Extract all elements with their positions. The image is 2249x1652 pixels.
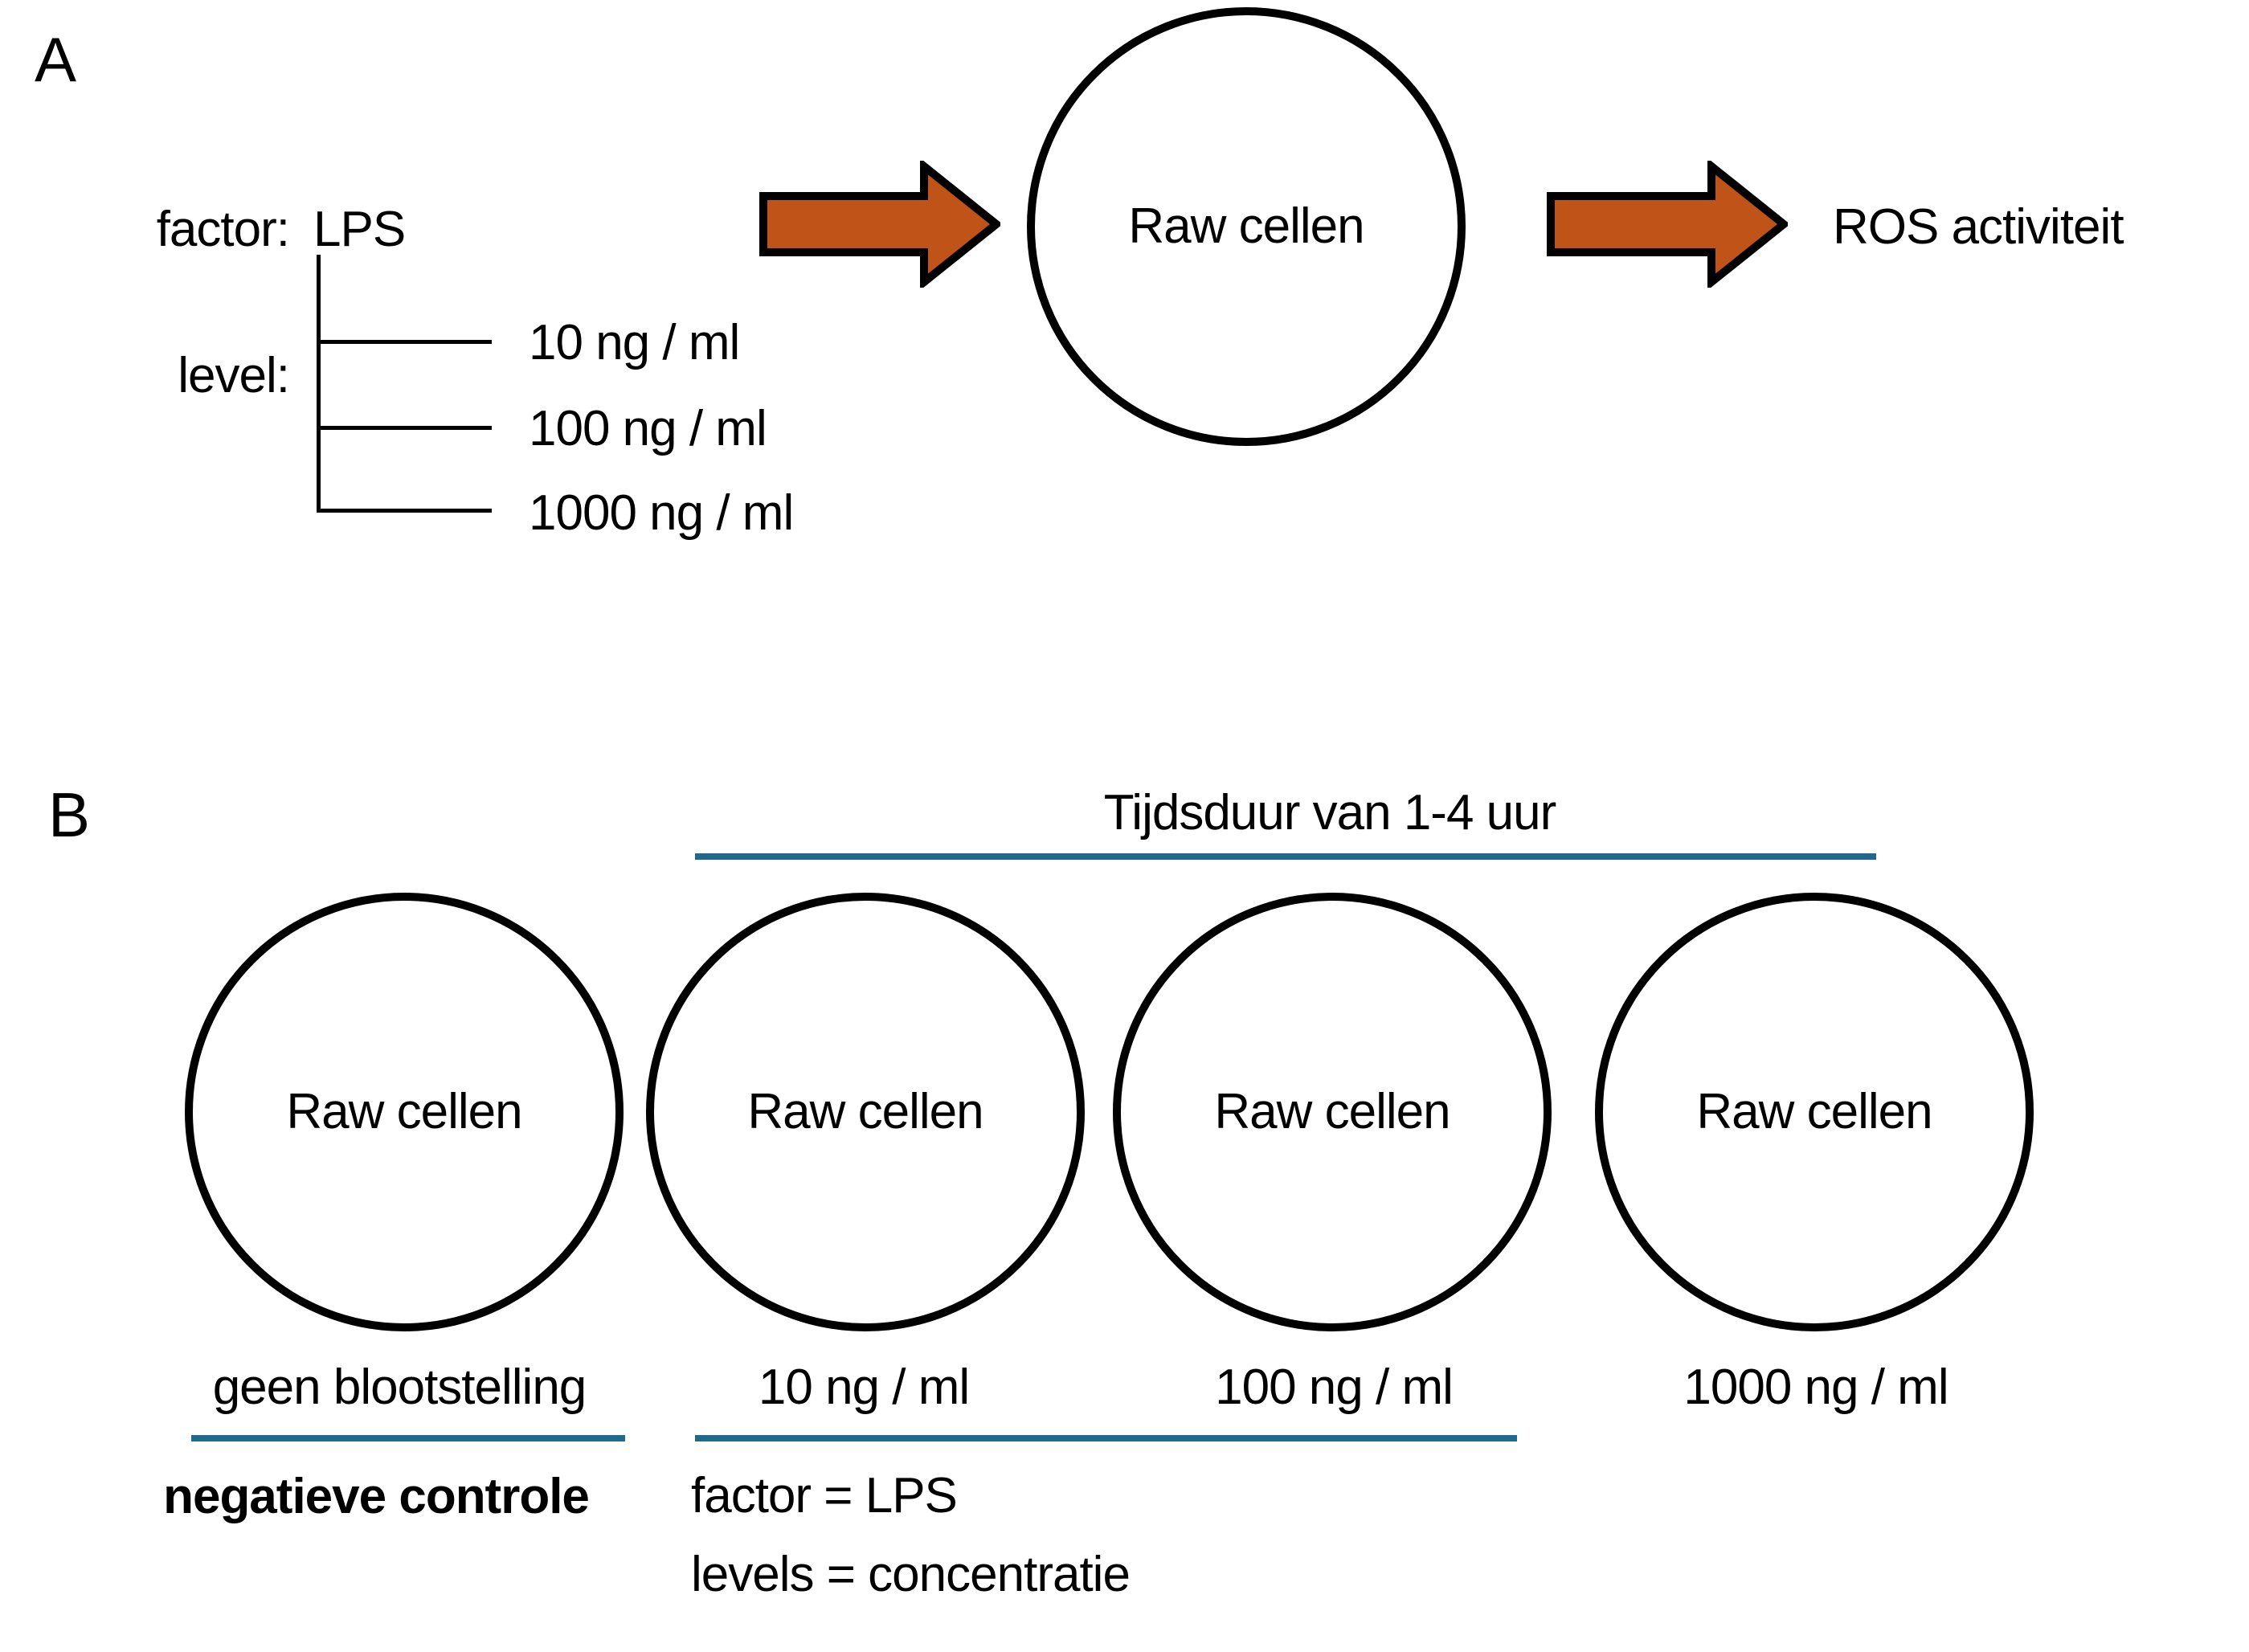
condition-label: 100 ng / ml	[1215, 1360, 1454, 1415]
level-tree-vertical-line	[317, 255, 321, 513]
raw-cells-circle: Raw cellen	[1595, 893, 2034, 1331]
level-value: 10 ng / ml	[529, 315, 740, 370]
panel-b-label: B	[48, 779, 91, 850]
level-branch-line	[317, 509, 492, 513]
flow-arrow-shape	[1547, 161, 1788, 288]
raw-cells-label: Raw cellen	[1128, 198, 1364, 254]
factor-label: factor:	[156, 202, 290, 257]
flow-arrow-shape	[759, 161, 1000, 288]
raw-cells-label: Raw cellen	[747, 1084, 983, 1139]
lps-underline	[695, 1435, 1517, 1441]
duration-underline	[695, 853, 1876, 860]
ros-activity-label: ROS activiteit	[1833, 199, 2124, 255]
panel-a-label: A	[35, 24, 77, 95]
flow-arrow-icon	[1547, 161, 1788, 288]
factor-value: LPS	[313, 202, 406, 257]
condition-label: geen blootstelling	[212, 1360, 587, 1415]
raw-cells-circle: Raw cellen	[185, 893, 624, 1331]
condition-label: 1000 ng / ml	[1683, 1360, 1948, 1415]
raw-cells-label: Raw cellen	[1214, 1084, 1450, 1139]
raw-cells-circle: Raw cellen	[1113, 893, 1552, 1331]
level-value: 1000 ng / ml	[529, 485, 794, 541]
raw-cells-circle: Raw cellen	[1027, 7, 1466, 446]
factor-note: factor = LPS	[691, 1468, 958, 1523]
level-value: 100 ng / ml	[529, 401, 767, 456]
raw-cells-circle: Raw cellen	[646, 893, 1085, 1331]
raw-cells-label: Raw cellen	[1696, 1084, 1932, 1139]
condition-label: 10 ng / ml	[758, 1360, 970, 1415]
level-label: level:	[178, 348, 290, 403]
duration-label: Tijdsduur van 1-4 uur	[1103, 785, 1557, 840]
control-underline	[191, 1435, 625, 1441]
level-branch-line	[317, 340, 492, 344]
control-label: negatieve controle	[163, 1469, 590, 1524]
raw-cells-label: Raw cellen	[286, 1084, 522, 1139]
flow-arrow-icon	[759, 161, 1000, 288]
level-branch-line	[317, 426, 492, 430]
levels-note: levels = concentratie	[691, 1547, 1131, 1602]
